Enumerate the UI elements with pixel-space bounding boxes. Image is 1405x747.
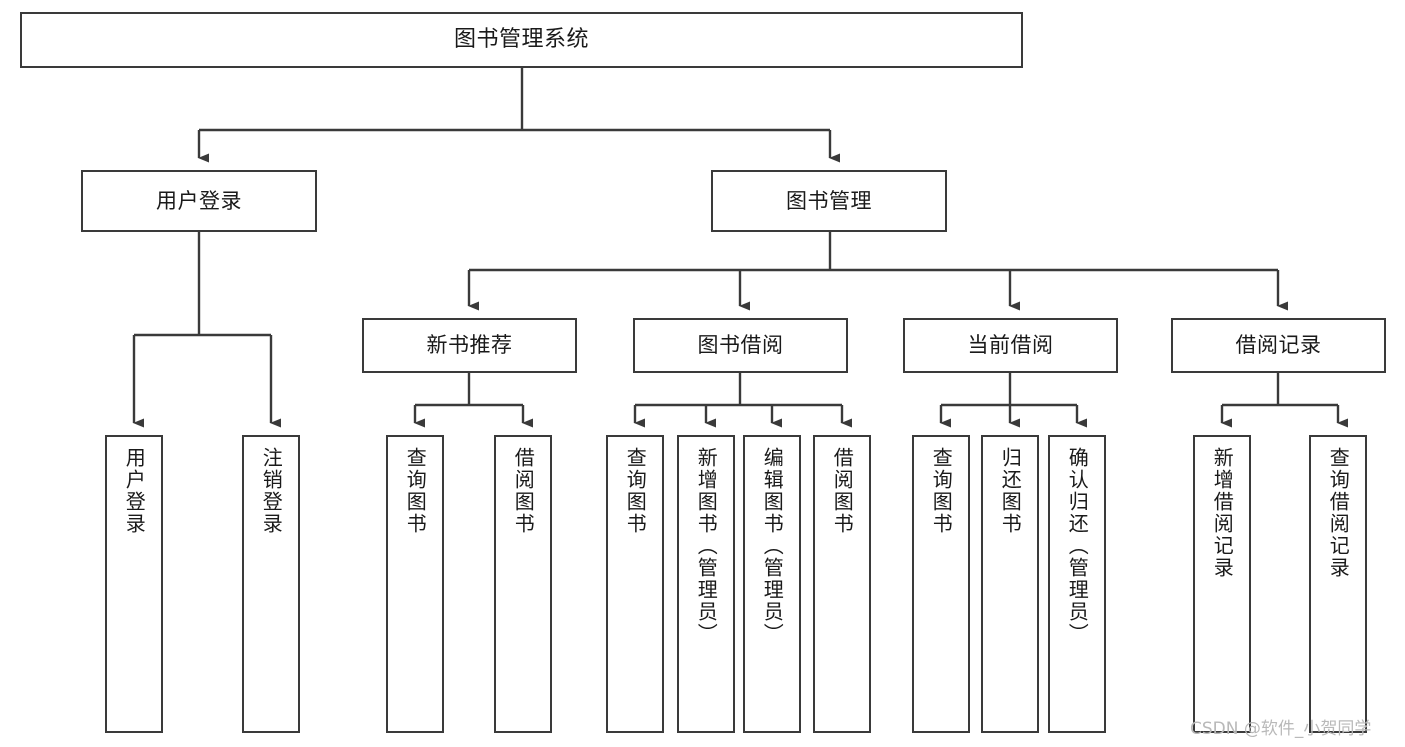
node-current-borrow[interactable]: 当前借阅 [903, 318, 1118, 373]
leaf-new-book-query-book[interactable]: 查询图书 [386, 435, 444, 733]
node-label: 借阅记录 [1235, 333, 1322, 358]
node-user-login[interactable]: 用户登录 [81, 170, 317, 232]
node-label: 图书借阅 [697, 333, 784, 358]
leaf-borrow-record-add-record[interactable]: 新增借阅记录 [1193, 435, 1251, 733]
node-label: 当前借阅 [967, 333, 1054, 358]
node-label: 查询图书 [623, 447, 648, 535]
leaf-current-borrow-return-book[interactable]: 归还图书 [981, 435, 1039, 733]
node-label: 查询图书 [929, 447, 954, 535]
csdn-watermark: CSDN @软件_小贺同学 [1190, 719, 1372, 739]
node-root-book-management-system[interactable]: 图书管理系统 [20, 12, 1023, 68]
node-label: 新增图书（管理员） [694, 447, 719, 645]
node-borrow-record[interactable]: 借阅记录 [1171, 318, 1386, 373]
leaf-book-borrow-edit-book-admin[interactable]: 编辑图书（管理员） [743, 435, 801, 733]
node-label: 新增借阅记录 [1210, 447, 1235, 579]
node-book-borrow[interactable]: 图书借阅 [633, 318, 848, 373]
node-book-management[interactable]: 图书管理 [711, 170, 947, 232]
leaf-current-borrow-query-book[interactable]: 查询图书 [912, 435, 970, 733]
node-new-book-recommend[interactable]: 新书推荐 [362, 318, 577, 373]
node-label: 确认归还（管理员） [1065, 447, 1090, 645]
node-label: 借阅图书 [830, 447, 855, 535]
node-label: 编辑图书（管理员） [760, 447, 785, 645]
node-label: 图书管理 [786, 188, 872, 213]
leaf-borrow-record-query-record[interactable]: 查询借阅记录 [1309, 435, 1367, 733]
node-label: 借阅图书 [511, 447, 536, 535]
leaf-book-borrow-query-book[interactable]: 查询图书 [606, 435, 664, 733]
leaf-user-login-logout[interactable]: 注销登录 [242, 435, 300, 733]
node-label: 用户登录 [122, 447, 147, 535]
node-label: 查询图书 [403, 447, 428, 535]
node-label: 归还图书 [998, 447, 1023, 535]
node-label: 用户登录 [156, 188, 242, 213]
leaf-book-borrow-borrow-book[interactable]: 借阅图书 [813, 435, 871, 733]
node-label: 查询借阅记录 [1326, 447, 1351, 579]
leaf-current-borrow-confirm-return-admin[interactable]: 确认归还（管理员） [1048, 435, 1106, 733]
leaf-user-login-login[interactable]: 用户登录 [105, 435, 163, 733]
leaf-book-borrow-add-book-admin[interactable]: 新增图书（管理员） [677, 435, 735, 733]
node-label: 图书管理系统 [453, 27, 589, 53]
leaf-new-book-borrow-book[interactable]: 借阅图书 [494, 435, 552, 733]
node-label: 注销登录 [259, 447, 284, 535]
node-label: 新书推荐 [426, 333, 513, 358]
